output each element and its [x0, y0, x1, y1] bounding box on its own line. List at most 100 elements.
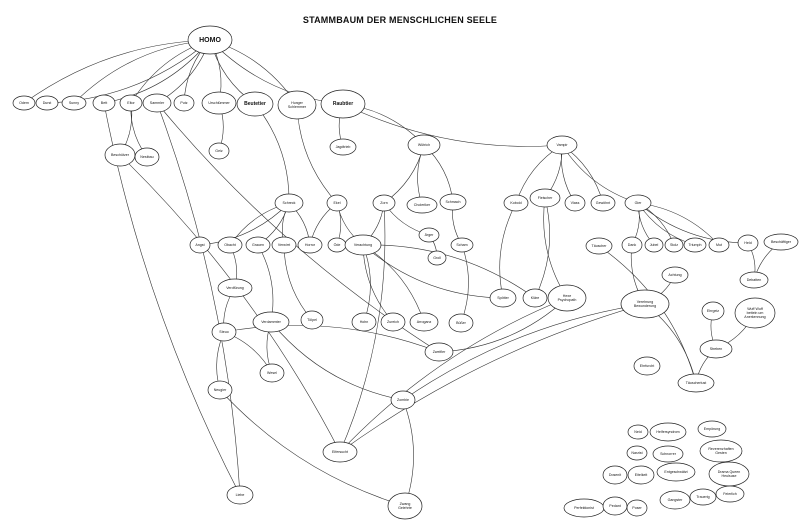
node-durst[interactable]: Durst	[35, 95, 59, 111]
node-schmach[interactable]: Schmach	[439, 193, 467, 211]
node-verachtung[interactable]: Verachtung	[344, 234, 382, 256]
node-ellipse	[173, 94, 195, 112]
node-ellipse	[61, 95, 87, 111]
node-aerger[interactable]: Ärger	[418, 227, 440, 243]
node-zorn[interactable]: Zorn	[372, 194, 396, 212]
node-ehrgeiz[interactable]: Ehrgeiz	[701, 301, 725, 321]
node-schreck[interactable]: Schreck	[274, 193, 304, 213]
node-label: Steuo	[219, 330, 228, 334]
node-homo[interactable]: HOMO	[187, 25, 233, 55]
node-jagdtrieb[interactable]: Jagdtrieb	[329, 138, 357, 156]
node-entgeschwaetzt[interactable]: Entgeschwätzt	[656, 462, 696, 482]
node-wesel[interactable]: Wesel	[259, 363, 285, 383]
node-verwirrt[interactable]: Verwirrt	[271, 236, 297, 254]
node-obacht[interactable]: Obacht	[217, 236, 243, 254]
node-stolz[interactable]: Stolz	[664, 237, 684, 253]
node-urschluemmer[interactable]: Urschlümmer	[201, 91, 237, 115]
node-feierlich[interactable]: Feierlich	[715, 485, 745, 503]
node-arroganz[interactable]: Arroganz	[409, 312, 439, 332]
node-empoerung[interactable]: Empörung	[697, 420, 727, 438]
node-zombie[interactable]: Zombie	[390, 390, 416, 410]
node-groll[interactable]: Groll	[427, 250, 447, 266]
node-bett[interactable]: Bett	[92, 94, 116, 112]
node-liebe[interactable]: Liebe	[226, 485, 254, 505]
node-toelpel[interactable]: Tölpel	[300, 310, 324, 330]
node-sunny[interactable]: Sunny	[61, 95, 87, 111]
node-steuo[interactable]: Steuo	[211, 322, 237, 342]
node-schnorrer[interactable]: Schnorrer	[652, 445, 684, 463]
node-neid[interactable]: Neid	[627, 424, 649, 440]
node-ellipse	[217, 278, 253, 298]
node-triumph[interactable]: Triumph	[683, 237, 707, 253]
node-putz[interactable]: Putz	[173, 94, 195, 112]
node-label: Hohn	[360, 320, 369, 324]
node-hohn[interactable]: Hohn	[351, 312, 377, 332]
node-angst[interactable]: Angst	[189, 236, 211, 254]
node-verdfuerung[interactable]: Verdfürung	[217, 278, 253, 298]
node-zureich[interactable]: Zureich	[380, 312, 406, 332]
node-held[interactable]: Held	[737, 234, 759, 252]
node-vampir[interactable]: Vampir	[546, 135, 578, 155]
node-ellipse	[439, 193, 467, 211]
node-gier[interactable]: Gier	[624, 194, 652, 212]
node-label: Beschäftiger	[771, 240, 792, 244]
node-helfersyndrom[interactable]: Helfersyndrom	[649, 422, 687, 442]
node-scham[interactable]: Scham	[450, 237, 474, 253]
node-sammler[interactable]: Sammler	[142, 93, 172, 113]
node-beutetier[interactable]: Beutetier	[236, 91, 274, 117]
node-kobold[interactable]: Kobold	[503, 194, 529, 212]
node-eltor[interactable]: Eltor	[119, 94, 143, 112]
node-choleriker[interactable]: Choleriker	[406, 196, 438, 214]
node-ekel[interactable]: Ekel	[326, 194, 348, 212]
node-perfektionist[interactable]: Perfektionist	[563, 498, 605, 518]
node-geiz[interactable]: Geiz	[208, 142, 230, 160]
node-achtung[interactable]: Achtung	[661, 266, 689, 284]
node-trauerig[interactable]: Trauerig	[689, 488, 717, 506]
node-wuetrich[interactable]: Wütrich	[407, 134, 441, 156]
node-raubtier[interactable]: Raubtier	[320, 89, 366, 119]
node-verdammter[interactable]: Verdammter	[252, 311, 290, 333]
node-poser[interactable]: Poser	[626, 499, 648, 517]
node-jubel[interactable]: Jubel	[644, 237, 664, 253]
node-pedant[interactable]: Pedant	[602, 496, 628, 516]
node-narzist[interactable]: Narzist	[626, 445, 648, 461]
node-vlass[interactable]: Vlass	[564, 194, 586, 212]
node-dosenit[interactable]: Dosenit	[602, 465, 628, 485]
node-debatten[interactable]: Debatten	[739, 271, 769, 289]
node-fleischer[interactable]: Fleischer	[529, 188, 561, 208]
node-ehrfurcht[interactable]: Ehrfurcht	[633, 356, 661, 376]
node-grauen[interactable]: Grauen	[245, 236, 271, 254]
node-mut[interactable]: Mut	[708, 237, 730, 253]
node-buesser[interactable]: Büßer	[448, 313, 474, 333]
node-ellipse	[621, 236, 643, 254]
edge-hexe-zweifler	[438, 297, 568, 353]
node-label: Poser	[632, 506, 642, 510]
node-eitelkeit[interactable]: Eitelkeit	[627, 465, 655, 485]
node-neugier[interactable]: Neugier	[207, 380, 233, 400]
node-nestbau[interactable]: Nestbau	[134, 147, 160, 167]
node-beschuetzer[interactable]: Beschützer	[104, 143, 136, 167]
node-gewoehnt[interactable]: Gewöhnt	[590, 194, 616, 212]
node-streben[interactable]: Streben	[699, 339, 733, 359]
node-eifersucht[interactable]: Eifersucht	[322, 441, 358, 463]
node-gangster[interactable]: Gangster	[659, 490, 691, 510]
node-horror[interactable]: Horror	[297, 236, 323, 254]
node-beschaeftiger[interactable]: Beschäftiger	[763, 233, 799, 251]
node-zweifler[interactable]: Zweifler	[424, 342, 454, 362]
node-spoetter[interactable]: Spötter	[489, 288, 517, 308]
node-taeuscher[interactable]: Täuscher	[585, 237, 613, 255]
node-label: Ekel	[334, 201, 341, 205]
node-odem[interactable]: Odem	[12, 95, 36, 111]
node-taeuscherlust[interactable]: Täuscherlust	[677, 373, 715, 393]
node-klaere[interactable]: Kläre	[522, 288, 548, 308]
node-daenk[interactable]: Dank	[621, 236, 643, 254]
node-oede[interactable]: Öde	[327, 237, 347, 253]
edge-gier-held	[637, 202, 749, 244]
